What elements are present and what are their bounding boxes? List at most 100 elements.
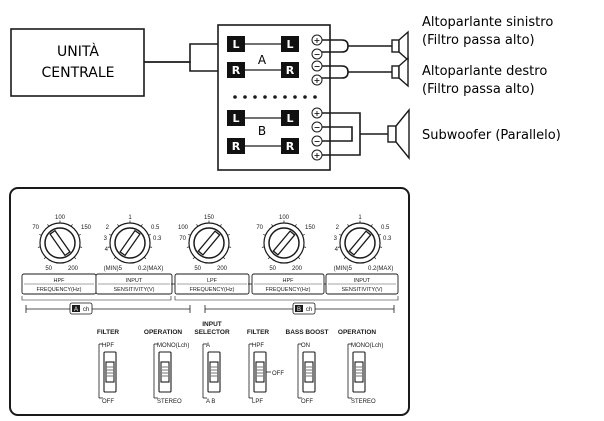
knob-scale-label: 3 (334, 236, 338, 242)
terminal-block: L R A L R + − − + (217, 24, 331, 171)
switch-title: BASS BOOST (286, 329, 329, 336)
knob-scale-label: 4 (335, 247, 339, 253)
switch-thumb[interactable] (354, 361, 364, 383)
terminal-left-b: L (227, 110, 245, 126)
speaker-left-name: Altoparlante sinistro (422, 15, 553, 30)
switch-title: SELECTOR (194, 329, 230, 336)
knob-scale-label: 0.2(MAX) (138, 266, 163, 272)
terminal-right-a: R (227, 62, 245, 78)
minus-icon: − (314, 62, 321, 71)
channel-b-ch: ch (306, 307, 312, 313)
speaker-right-filter: (Filtro passa alto) (422, 82, 535, 97)
head-unit: UNITÀ CENTRALE (10, 28, 145, 97)
knob-pointer (49, 229, 71, 257)
knob-scale-label: 100 (178, 225, 189, 231)
svg-text:R: R (286, 64, 295, 77)
switch-top-label: HPF (252, 343, 264, 349)
minus-icon: − (314, 123, 321, 132)
knob-scale-label: 0.5 (151, 225, 160, 231)
svg-text:HPF: HPF (54, 278, 66, 284)
head-unit-label-line2: CENTRALE (41, 65, 114, 81)
switch-title: OPERATION (144, 329, 182, 336)
switch-row: FILTERHPFOFFOPERATIONMONO(Lch)STEREOINPU… (97, 321, 383, 405)
knob-scale-label: 0.3 (383, 236, 392, 242)
speaker-left-filter: (Filtro passa alto) (422, 33, 535, 48)
switch-title: OPERATION (338, 329, 376, 336)
terminal-left-a: L (227, 36, 245, 52)
knob-pointer (197, 230, 221, 256)
switch-thumb[interactable] (160, 361, 170, 383)
minus-icon: − (314, 50, 321, 59)
svg-text:FREQUENCY(Hz): FREQUENCY(Hz) (190, 287, 235, 293)
svg-text:INPUT: INPUT (126, 278, 143, 284)
switch-thumb[interactable] (304, 361, 314, 383)
knob-scale-label: 1 (358, 215, 362, 221)
knob-scale-label: 0.3 (153, 236, 162, 242)
plus-icon: + (314, 36, 321, 45)
svg-text:HPF: HPF (283, 278, 295, 284)
terminal-out-left-b: L (281, 110, 299, 126)
head-unit-label-line1: UNITÀ (57, 43, 99, 60)
knob-scale-label: 1 (128, 215, 132, 221)
speaker-right-name: Altoparlante destro (422, 64, 547, 79)
knob-scale-label: 2 (336, 225, 340, 231)
knob-scale-label: (MIN)5 (334, 266, 353, 272)
svg-text:R: R (286, 140, 295, 153)
plus-icon: + (314, 76, 321, 85)
switch-thumb[interactable] (255, 361, 265, 383)
channel-a-ch: ch (83, 307, 89, 313)
terminal-out-right-b: R (281, 138, 299, 154)
switch-bottom-label: LPF (252, 399, 263, 405)
knob-caption-1: INPUT SENSITIVITY(V) (95, 273, 173, 295)
speaker-right-icon (391, 56, 409, 88)
switch-top-label: MONO(Lch) (351, 343, 383, 349)
svg-text:SENSITIVITY(V): SENSITIVITY(V) (114, 287, 155, 293)
knob-scale-label: 50 (269, 266, 276, 272)
knob-scale-label: 200 (292, 266, 303, 272)
channel-a-letter: A (74, 307, 78, 313)
terminal-group-b-label: B (258, 124, 266, 138)
subwoofer-name: Subwoofer (Parallelo) (422, 128, 561, 143)
svg-text:L: L (232, 38, 239, 51)
channel-b-letter: B (297, 307, 301, 313)
knob-scale-label: 0.5 (381, 225, 390, 231)
knob-scale-label: 150 (305, 225, 316, 231)
switch-bottom-label: OFF (301, 399, 313, 405)
knob-scale-label: 70 (179, 236, 186, 242)
separator-dots (233, 95, 317, 99)
minus-icon: − (314, 137, 321, 146)
switch-thumb[interactable] (209, 361, 219, 383)
terminal-out-left-a: L (281, 36, 299, 52)
knob-scale-label: 2 (106, 225, 110, 231)
knob-scale-label: 150 (204, 215, 215, 221)
speaker-wires (322, 39, 392, 156)
switch-side-label: OFF (272, 371, 284, 377)
knob-scale-label: 100 (279, 215, 290, 221)
switch-title: INPUT (202, 321, 222, 328)
switch-top-label: HPF (102, 343, 114, 349)
plus-icon: + (314, 151, 321, 160)
channel-a-bar: A ch (25, 302, 191, 315)
svg-text:L: L (232, 112, 239, 125)
screw-terminals-a (311, 34, 323, 86)
plus-icon: + (314, 109, 321, 118)
knob-scale-label: 3 (104, 236, 108, 242)
knob-scale-label: 50 (194, 266, 201, 272)
switch-thumb[interactable] (105, 361, 115, 383)
knob-scale-label: 4 (105, 247, 109, 253)
